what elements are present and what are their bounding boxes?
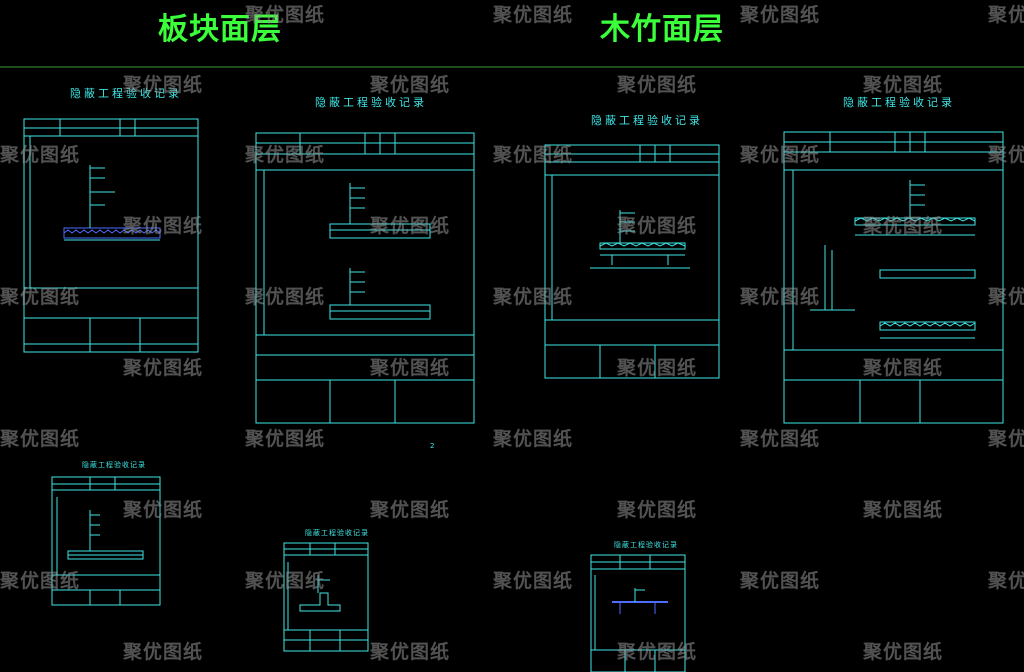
watermark: 聚优图纸 (123, 357, 204, 379)
watermark: 聚优图纸 (740, 144, 821, 166)
watermark: 聚优图纸 (370, 215, 451, 237)
sheet-3-title: 隐蔽工程验收记录 (591, 114, 703, 127)
sheet-4-title: 隐蔽工程验收记录 (843, 96, 955, 109)
watermark: 聚优图纸 (988, 428, 1024, 450)
watermark: 聚优图纸 (370, 74, 451, 96)
watermark: 聚优图纸 (988, 286, 1024, 308)
sheet-5-title: 隐蔽工程验收记录 (82, 461, 146, 469)
watermark: 聚优图纸 (988, 570, 1024, 592)
watermark: 聚优图纸 (863, 74, 944, 96)
watermark: 聚优图纸 (493, 144, 574, 166)
watermark: 聚优图纸 (863, 499, 944, 521)
watermark: 聚优图纸 (0, 286, 81, 308)
heading-wood-bamboo-surface: 木竹面层 (600, 12, 724, 47)
watermark: 聚优图纸 (493, 428, 574, 450)
watermark: 聚优图纸 (493, 4, 574, 26)
watermark: 聚优图纸 (740, 570, 821, 592)
watermark: 聚优图纸 (493, 570, 574, 592)
watermark: 聚优图纸 (617, 499, 698, 521)
watermark: 聚优图纸 (370, 499, 451, 521)
watermark: 聚优图纸 (123, 215, 204, 237)
watermark: 聚优图纸 (863, 357, 944, 379)
watermark: 聚优图纸 (123, 641, 204, 663)
watermark: 聚优图纸 (740, 286, 821, 308)
watermark: 聚优图纸 (988, 4, 1024, 26)
sheet-1-drawing (23, 118, 199, 353)
watermark: 聚优图纸 (617, 215, 698, 237)
watermark: 聚优图纸 (863, 641, 944, 663)
sheet-6-title: 隐蔽工程验收记录 (305, 529, 369, 537)
sheet-4-drawing (783, 131, 1004, 424)
sheet-7-drawing (590, 554, 686, 672)
sheet-2-title: 隐蔽工程验收记录 (315, 96, 427, 109)
watermark: 聚优图纸 (493, 286, 574, 308)
watermark: 聚优图纸 (617, 357, 698, 379)
heading-slab-surface: 板块面层 (158, 12, 282, 47)
watermark: 聚优图纸 (245, 570, 326, 592)
watermark: 聚优图纸 (245, 286, 326, 308)
watermark: 聚优图纸 (245, 4, 326, 26)
sheet-2-drawing (255, 132, 475, 424)
sheet-3-drawing (544, 144, 720, 379)
sheet-7-title: 隐蔽工程验收记录 (614, 541, 678, 549)
sheet-5-drawing (51, 476, 161, 606)
watermark: 聚优图纸 (617, 74, 698, 96)
watermark: 聚优图纸 (0, 428, 81, 450)
watermark: 聚优图纸 (617, 641, 698, 663)
page-number: 2 (430, 442, 435, 450)
watermark: 聚优图纸 (988, 144, 1024, 166)
watermark: 聚优图纸 (123, 74, 204, 96)
watermark: 聚优图纸 (863, 215, 944, 237)
watermark: 聚优图纸 (740, 428, 821, 450)
watermark: 聚优图纸 (370, 641, 451, 663)
watermark: 聚优图纸 (740, 4, 821, 26)
sheet-6-drawing (283, 542, 369, 652)
watermark: 聚优图纸 (245, 144, 326, 166)
watermark: 聚优图纸 (245, 428, 326, 450)
watermark: 聚优图纸 (0, 144, 81, 166)
watermark: 聚优图纸 (370, 357, 451, 379)
watermark: 聚优图纸 (0, 570, 81, 592)
sheet-1-title: 隐蔽工程验收记录 (70, 87, 182, 100)
watermark: 聚优图纸 (123, 499, 204, 521)
